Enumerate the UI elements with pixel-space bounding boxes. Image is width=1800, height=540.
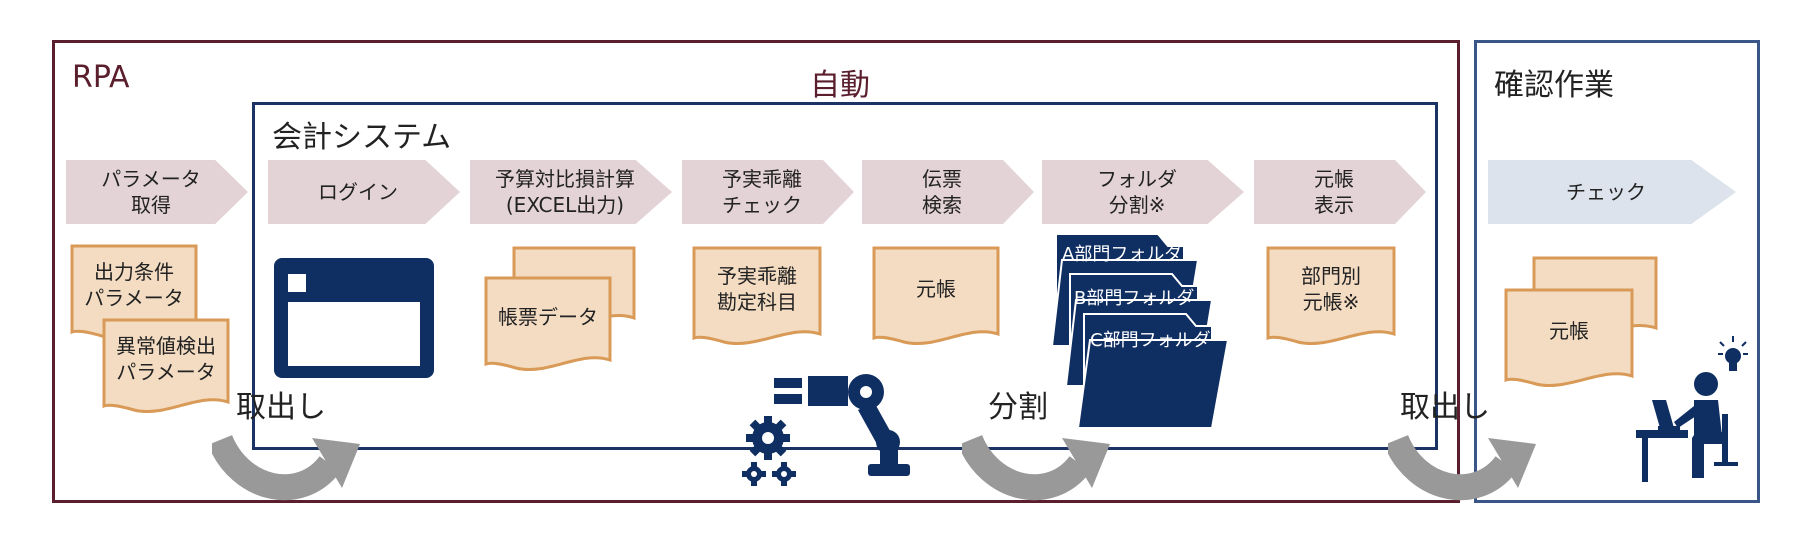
step-ledger-display: 元帳 表示 xyxy=(1254,160,1426,224)
person-at-desk-icon xyxy=(1634,366,1744,484)
anomaly-parameters-document: 異常値検出 パラメータ xyxy=(102,318,230,418)
extract-label-1: 取出し xyxy=(236,390,326,425)
ledger-document: 元帳 xyxy=(872,246,1000,350)
step-check: チェック xyxy=(1488,160,1736,224)
rpa-frame xyxy=(52,40,1460,503)
department-folders: A部門フォルダ B部門フォルダ C部門フォルダ xyxy=(1048,233,1236,430)
folder-a-label: A部門フォルダ xyxy=(1062,244,1183,265)
variance-accounts-document: 予実乖離 勘定科目 xyxy=(692,246,822,350)
auto-title: 自動 xyxy=(810,68,870,103)
step-folder-split: フォルダ 分割※ xyxy=(1042,160,1244,224)
confirm-title: 確認作業 xyxy=(1494,68,1614,103)
folder-b-label: B部門フォルダ xyxy=(1074,288,1195,309)
step-variance-check: 予実乖離 チェック xyxy=(682,160,854,224)
split-label: 分割 xyxy=(988,390,1048,425)
report-data-document: 帳票データ xyxy=(484,276,612,376)
step-voucher-search: 伝票 検索 xyxy=(862,160,1034,224)
accounting-system-frame xyxy=(252,102,1438,450)
rpa-title: RPA xyxy=(72,60,130,95)
lightbulb-icon xyxy=(1718,336,1748,376)
extract-curve-arrow-1 xyxy=(207,420,372,508)
output-conditions-document: 出力条件 パラメータ xyxy=(70,244,198,344)
accounting-system-title: 会計システム xyxy=(272,120,452,155)
extract-curve-arrow-2 xyxy=(1383,420,1548,508)
split-curve-arrow xyxy=(957,420,1122,508)
gears-icon xyxy=(740,410,810,490)
robot-arm-icon xyxy=(770,372,940,480)
extract-label-2: 取出し xyxy=(1400,390,1490,425)
folder-c-label: C部門フォルダ xyxy=(1090,330,1211,351)
step-budget-comparison: 予算対比損計算 (EXCEL出力) xyxy=(470,160,672,224)
step-login: ログイン xyxy=(268,160,460,224)
step-get-parameters: パラメータ 取得 xyxy=(66,160,248,224)
confirm-ledger-document: 元帳 xyxy=(1504,288,1634,392)
browser-window-icon xyxy=(274,258,434,378)
department-ledger-document: 部門別 元帳※ xyxy=(1266,246,1396,350)
confirm-frame xyxy=(1474,40,1760,503)
